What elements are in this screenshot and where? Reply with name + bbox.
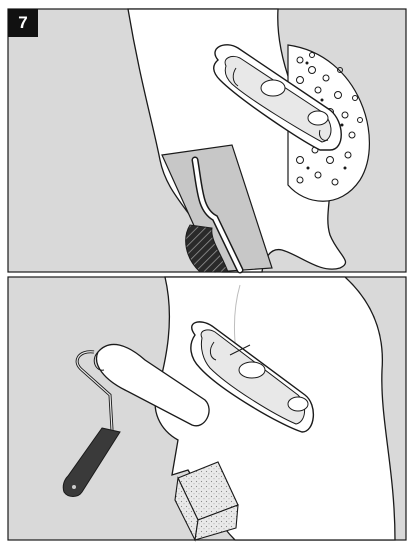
bottom-panel: [8, 277, 406, 540]
step-number-badge: 7: [8, 9, 38, 37]
top-panel: [8, 9, 406, 272]
step-number: 7: [18, 13, 27, 33]
